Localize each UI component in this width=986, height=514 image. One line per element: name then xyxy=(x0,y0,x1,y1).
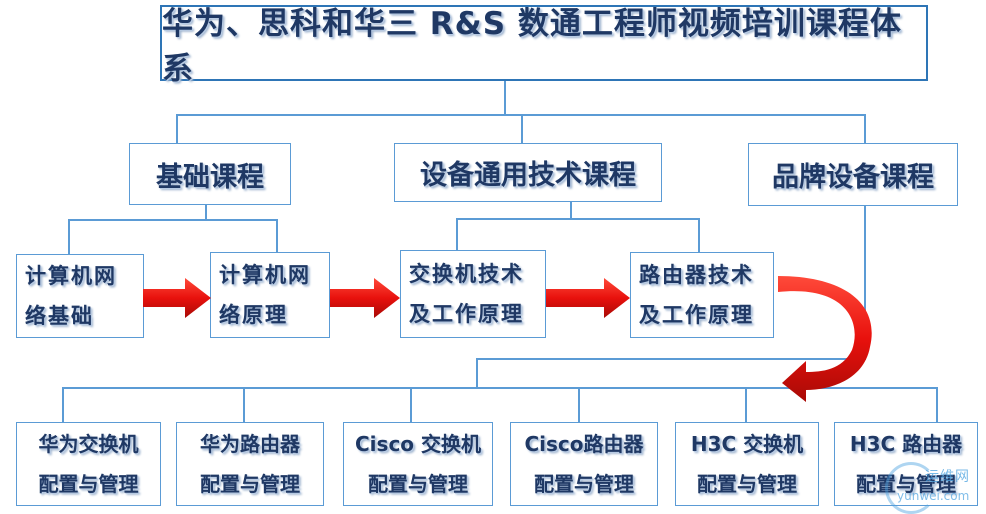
leaf-line: 配置与管理 xyxy=(368,472,468,496)
connector xyxy=(243,387,245,423)
node-line: 路由器技术 xyxy=(639,263,754,287)
leaf-line: H3C 交换机 xyxy=(690,432,804,456)
connector xyxy=(504,81,506,115)
connector xyxy=(570,201,572,219)
node-line: 及工作原理 xyxy=(409,302,524,326)
leaf-line: Cisco 交换机 xyxy=(355,432,481,456)
node-line: 络基础 xyxy=(25,304,94,328)
leaf-huawei-router: 华为路由器配置与管理 xyxy=(176,422,324,506)
connector xyxy=(205,204,207,220)
connector xyxy=(410,387,412,423)
connector xyxy=(864,205,866,360)
connector xyxy=(698,218,700,252)
flow-arrow xyxy=(330,278,400,318)
connector xyxy=(476,358,866,360)
node-network-principle: 计算机网络原理 xyxy=(210,252,330,338)
leaf-cisco-router: Cisco路由器配置与管理 xyxy=(510,422,658,506)
leaf-line: Cisco路由器 xyxy=(524,432,644,456)
connector xyxy=(936,387,938,423)
connector xyxy=(456,218,700,220)
category-general: 设备通用技术课程 xyxy=(394,143,662,202)
leaf-line: 华为路由器 xyxy=(200,432,300,456)
watermark-url: yunwei.com xyxy=(897,489,970,503)
flow-arrow xyxy=(546,278,630,318)
connector xyxy=(864,114,866,144)
leaf-line: H3C 路由器 xyxy=(849,432,963,456)
node-line: 交换机技术 xyxy=(409,262,524,286)
connector xyxy=(176,114,178,144)
node-router-tech: 路由器技术及工作原理 xyxy=(630,252,774,338)
connector xyxy=(578,387,580,423)
leaf-line: 配置与管理 xyxy=(200,472,300,496)
diagram-title: 华为、思科和华三 R&S 数通工程师视频培训课程体系 xyxy=(160,5,928,87)
flow-arrow xyxy=(143,278,211,318)
leaf-cisco-switch: Cisco 交换机配置与管理 xyxy=(343,422,493,506)
node-line: 计算机网 xyxy=(219,263,311,287)
category-brand: 品牌设备课程 xyxy=(748,143,958,206)
node-line: 络原理 xyxy=(219,303,288,327)
connector xyxy=(456,218,458,250)
watermark-text: 运维网 xyxy=(925,469,970,485)
connector xyxy=(745,387,747,423)
node-network-basics: 计算机网络基础 xyxy=(16,254,144,338)
flow-arrow-curved xyxy=(778,276,872,402)
connector xyxy=(62,387,64,423)
category-basic: 基础课程 xyxy=(129,143,291,205)
leaf-line: 配置与管理 xyxy=(696,472,797,496)
connector xyxy=(476,358,478,388)
node-line: 及工作原理 xyxy=(639,303,754,327)
leaf-line: 配置与管理 xyxy=(38,472,139,496)
connector xyxy=(68,219,278,221)
connector xyxy=(68,219,70,255)
connector xyxy=(276,219,278,252)
leaf-line: 配置与管理 xyxy=(533,472,634,496)
leaf-line: 华为交换机 xyxy=(38,432,139,456)
connector xyxy=(521,114,523,144)
node-switch-tech: 交换机技术及工作原理 xyxy=(400,250,546,338)
leaf-h3c-switch: H3C 交换机配置与管理 xyxy=(675,422,819,506)
node-line: 计算机网 xyxy=(25,264,117,288)
leaf-huawei-switch: 华为交换机配置与管理 xyxy=(16,422,161,506)
connector xyxy=(62,387,938,389)
